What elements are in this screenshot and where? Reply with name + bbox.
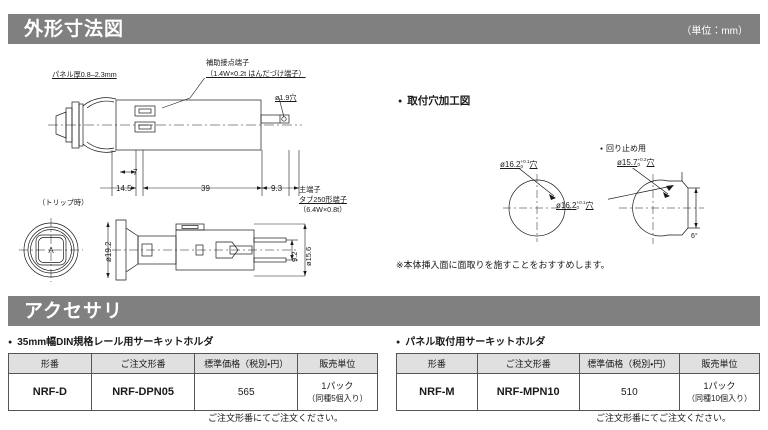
mounting-hole-circle-anti-rotation (608, 168, 718, 250)
table-row: NRF-M NRF-MPN10 510 1パック （同種10個入り） (396, 373, 760, 411)
table-row: NRF-D NRF-DPN05 565 1パック （同種5個入り） (8, 373, 379, 411)
cell-sales-unit-line1: 1パック (703, 380, 736, 391)
col-order-code: ご注文形番 (90, 353, 196, 374)
dimension-7: 7 (133, 168, 138, 177)
section-title-outline: 外形寸法図 (24, 18, 125, 40)
cell-sales-unit: 1パック （同種10個入り） (679, 373, 760, 411)
heading-accessory-panel-mount: パネル取付用サーキットホルダ (396, 333, 545, 348)
cell-price: 565 (194, 373, 298, 411)
heading-accessory-din-rail: 35mm幅DIN規格レール用サーキットホルダ (8, 333, 213, 348)
col-sales-unit: 販売単位 (679, 353, 760, 374)
label-hole-1-9: ø1.9穴 (275, 93, 297, 102)
callout-16-2-top-suffix: 穴 (529, 160, 538, 169)
label-panel-thickness: パネル厚0.8–2.3mm (52, 70, 117, 79)
dimension-39: 39 (201, 184, 210, 193)
heading-mounting-hole-drawing: 取付穴加工図 (398, 93, 470, 108)
callout-15-7-value: ø15.7 (617, 158, 638, 167)
outline-dimension-lines (40, 150, 340, 205)
label-main-terminal-line2: タブ250形端子 (299, 195, 347, 204)
label-main-terminal-line1: 主端子 (299, 185, 321, 194)
label-aux-terminal-line1: 補助接点端子 (206, 58, 250, 67)
cell-sales-unit: 1パック （同種5個入り） (296, 373, 379, 411)
callout-angle-6deg: 6° (691, 233, 698, 240)
accessory-table-din-rail: 形番 ご注文形番 標準価格（税別・円） 販売単位 NRF-D NRF-DPN05… (8, 353, 379, 411)
svg-text:A: A (48, 246, 54, 255)
cell-order-code: NRF-DPN05 (90, 373, 196, 411)
cell-price: 510 (578, 373, 681, 411)
col-price: 標準価格（税別・円） (578, 353, 681, 374)
accessory-table-panel-mount: 形番 ご注文形番 標準価格（税別・円） 販売単位 NRF-M NRF-MPN10… (396, 353, 760, 411)
dimension-9-3: 9.3 (271, 184, 283, 193)
label-main-terminal-line3: （6.4W×0.8t） (299, 205, 347, 214)
cell-sales-unit-line2: （同種5個入り） (307, 393, 368, 403)
label-anti-rotation: 回り止め用 (600, 143, 646, 154)
mounting-hole-note: ※本体挿入面に面取りを施すことをおすすめします。 (396, 260, 610, 270)
callout-15-7-suffix: 穴 (646, 158, 655, 167)
dimension-line-19-2 (96, 216, 112, 286)
table-header-row: 形番 ご注文形番 標準価格（税別・円） 販売単位 (8, 353, 379, 374)
dimension-14-5: 14.5 (116, 184, 132, 193)
label-trip-state: （トリップ時） (38, 198, 89, 207)
callout-16-2-lower-suffix: 穴 (585, 201, 594, 210)
col-model: 形番 (8, 353, 92, 374)
section-title-accessory: アクセサリ (24, 300, 124, 322)
outline-front-view-drawing: A (14, 216, 89, 286)
cell-sales-unit-line1: 1パック (321, 380, 354, 391)
cell-sales-unit-line2: （同種10個入り） (687, 393, 752, 403)
mounting-hole-circle-plain (492, 168, 582, 248)
order-note-din-rail: ご注文形番にてご注文ください。 (208, 413, 344, 423)
section-unit-note: （単位：mm） (681, 25, 748, 37)
section-header-outline: 外形寸法図 （単位：mm） (8, 14, 760, 44)
table-header-row: 形番 ご注文形番 標準価格（税別・円） 販売単位 (396, 353, 760, 374)
cell-model: NRF-M (396, 373, 478, 411)
outline-side-view-drawing (40, 78, 330, 188)
cell-order-code: NRF-MPN10 (476, 373, 580, 411)
order-note-panel-mount: ご注文形番にてご注文ください。 (596, 413, 732, 423)
col-model: 形番 (396, 353, 478, 374)
col-sales-unit: 販売単位 (296, 353, 379, 374)
col-price: 標準価格（税別・円） (194, 353, 298, 374)
label-aux-terminal-line2: （1.4W×0.2t はんだづけ端子） (206, 69, 306, 78)
callout-16-2-top-value: ø16.2 (500, 160, 521, 169)
col-order-code: ご注文形番 (476, 353, 580, 374)
cell-model: NRF-D (8, 373, 92, 411)
callout-16-2-lower-value: ø16.2 (556, 201, 577, 210)
outline-section-view-drawing (112, 216, 312, 286)
section-header-accessory: アクセサリ (8, 296, 760, 326)
